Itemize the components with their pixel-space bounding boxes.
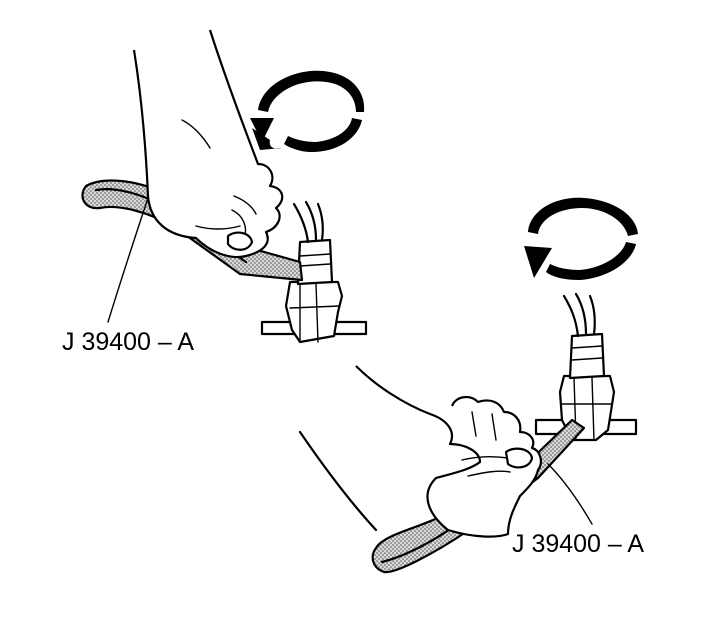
lower-sensor-body [568, 332, 606, 380]
upper-sensor-hex [284, 280, 344, 344]
rotation-arrow-upper-icon [250, 70, 365, 152]
callout-lower: J 39400 – A [512, 463, 644, 558]
upper-hand [132, 29, 284, 259]
lower-wrench-scene [298, 292, 638, 574]
upper-sensor-wires [292, 200, 324, 244]
callout-leader-lower [547, 463, 593, 525]
lower-sensor-wires [562, 292, 596, 338]
upper-sensor-body [296, 238, 334, 286]
upper-wrench-scene [81, 29, 368, 344]
tool-label-lower: J 39400 – A [512, 530, 644, 558]
callout-leader-upper [107, 197, 149, 323]
callout-upper: J 39400 – A [62, 197, 194, 356]
lower-hand [355, 365, 542, 538]
tool-label-upper: J 39400 – A [62, 328, 194, 356]
rotation-arrow-lower-icon [524, 197, 638, 280]
